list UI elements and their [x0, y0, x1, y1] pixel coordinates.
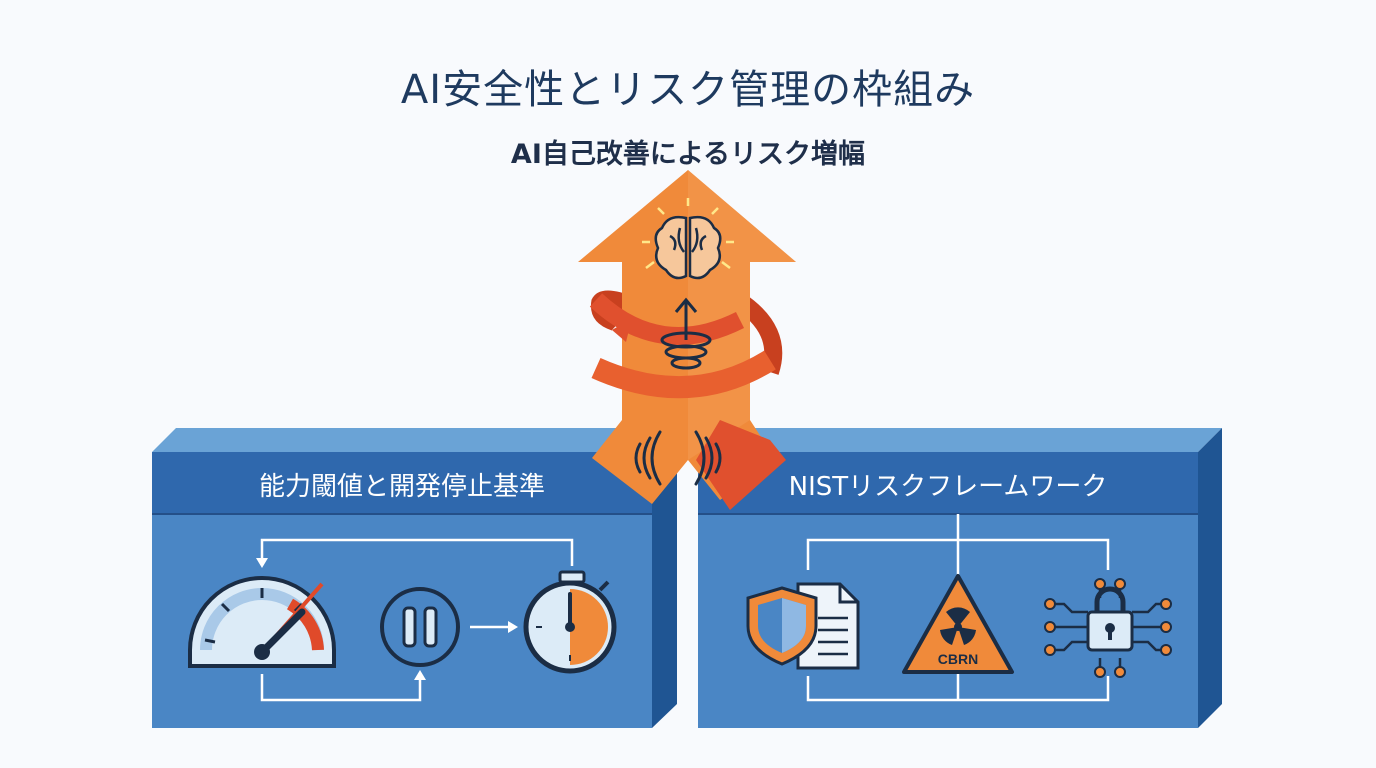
arrow-caption: AI自己改善によるリスク増幅 [510, 139, 866, 170]
shield-document-icon [746, 582, 860, 670]
rising-risk-arrow [578, 170, 796, 510]
brain-icon [654, 215, 722, 280]
right-panel-title: NISTリスクフレームワーク [788, 472, 1108, 502]
left-flow-lines [256, 538, 574, 702]
spark-rays [642, 198, 734, 269]
circuit-lock-icon [1044, 578, 1172, 678]
page-title: AI安全性とリスク管理の枠組み [400, 66, 976, 113]
gauge-icon [188, 576, 336, 668]
signal-waves [634, 430, 722, 486]
hazard-icon: CBRN [902, 574, 1014, 674]
swirl-up-icon [660, 297, 712, 370]
hazard-label: CBRN [938, 651, 978, 667]
stopwatch-icon [523, 570, 617, 674]
left-panel-title: 能力閾値と開発停止基準 [258, 472, 545, 502]
pause-icon [380, 587, 460, 667]
